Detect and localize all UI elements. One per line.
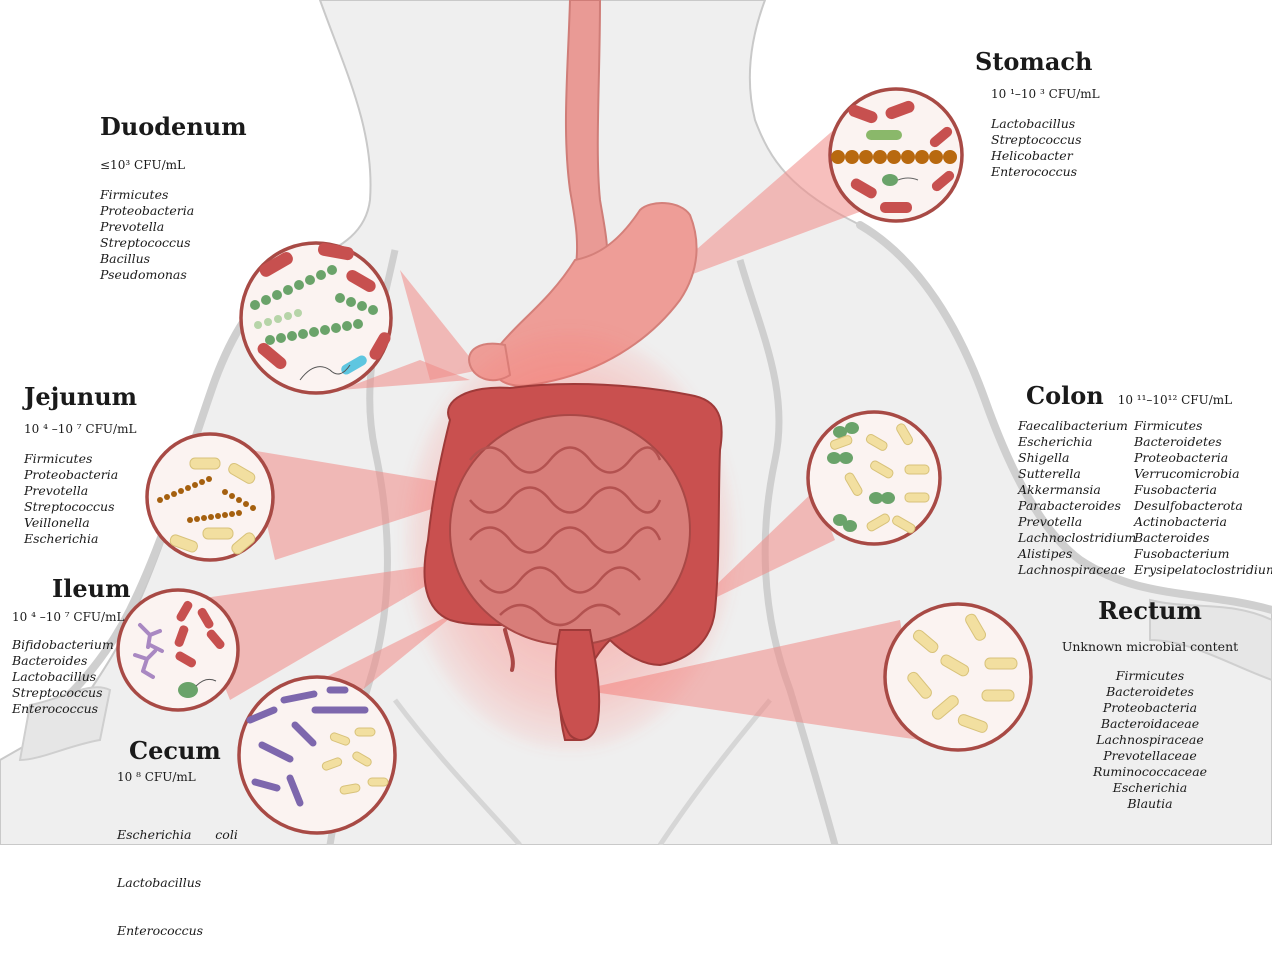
taxon: Lactobacillus bbox=[117, 875, 238, 891]
magnifier-cecum bbox=[239, 677, 395, 833]
region-title: Duodenum bbox=[100, 113, 247, 141]
taxa-list-left: Faecalibacterium Escherichia Shigella Su… bbox=[1018, 418, 1130, 578]
taxa-list: Escherichia coli Lactobacillus Enterococ… bbox=[117, 795, 238, 971]
taxon: Firmicutes bbox=[100, 187, 247, 203]
taxon: Streptococcus bbox=[100, 235, 247, 251]
region-title: Rectum bbox=[1050, 597, 1250, 625]
taxon: Fusobacteria bbox=[1134, 482, 1272, 498]
taxon: Lachnospiraceae bbox=[1050, 732, 1250, 748]
cfu-range: 10 ⁸ CFU/mL bbox=[117, 769, 238, 785]
taxon: Akkermansia bbox=[1018, 482, 1130, 498]
magnifier-stomach bbox=[830, 89, 962, 221]
taxa-list: Firmicutes Proteobacteria Prevotella Str… bbox=[100, 187, 247, 283]
magnifier-colon bbox=[808, 412, 940, 544]
taxon: Proteobacteria bbox=[1050, 700, 1250, 716]
magnifier-rectum bbox=[885, 604, 1031, 750]
taxon: Bacteroidetes bbox=[1050, 684, 1250, 700]
taxa-list-right: Firmicutes Bacteroidetes Proteobacteria … bbox=[1134, 418, 1272, 578]
taxon: Faecalibacterium bbox=[1018, 418, 1130, 434]
taxon: Enterococcus bbox=[12, 701, 130, 717]
cfu-range: 10 ¹¹–10¹² CFU/mL bbox=[1118, 392, 1232, 408]
taxon: Streptococcus bbox=[12, 685, 130, 701]
taxon: Prevotella bbox=[100, 219, 247, 235]
cfu-range: 10 ¹–10 ³ CFU/mL bbox=[991, 86, 1100, 102]
microbial-note: Unknown microbial content bbox=[1050, 639, 1250, 654]
intestines bbox=[405, 330, 735, 750]
taxon: Shigella bbox=[1018, 450, 1130, 466]
taxon: Erysipelatoclostridium bbox=[1134, 562, 1272, 578]
label-jejunum: Jejunum 10 ⁴ –10 ⁷ CFU/mL Firmicutes Pro… bbox=[24, 383, 137, 547]
taxon: Veillonella bbox=[24, 515, 137, 531]
taxon: Pseudomonas bbox=[100, 267, 247, 283]
taxa-list: Lactobacillus Streptococcus Helicobacter… bbox=[991, 116, 1100, 180]
magnifier-jejunum bbox=[147, 434, 273, 560]
taxon: Lactobacillus bbox=[12, 669, 130, 685]
taxon: Parabacteroides bbox=[1018, 498, 1130, 514]
taxon: Lachnoclostridium bbox=[1018, 530, 1130, 546]
taxon: Lachnospiraceae bbox=[1018, 562, 1130, 578]
taxon: Bacillus bbox=[100, 251, 247, 267]
label-cecum: Cecum 10 ⁸ CFU/mL Escherichia coli Lacto… bbox=[117, 737, 238, 971]
region-title: Ileum bbox=[52, 575, 130, 603]
label-colon: Colon 10 ¹¹–10¹² CFU/mL Faecalibacterium… bbox=[1018, 382, 1272, 578]
taxon: Streptococcus bbox=[24, 499, 137, 515]
taxon: Firmicutes bbox=[24, 451, 137, 467]
taxon: Alistipes bbox=[1018, 546, 1130, 562]
taxon: Prevotella bbox=[24, 483, 137, 499]
label-stomach: Stomach 10 ¹–10 ³ CFU/mL Lactobacillus S… bbox=[975, 48, 1100, 180]
taxon: Proteobacteria bbox=[100, 203, 247, 219]
label-rectum: Rectum Unknown microbial content Firmicu… bbox=[1050, 597, 1250, 812]
taxon: Bacteroidaceae bbox=[1050, 716, 1250, 732]
taxon: Escherichia bbox=[24, 531, 137, 547]
taxon: Sutterella bbox=[1018, 466, 1130, 482]
taxon: Enterococcus bbox=[991, 164, 1100, 180]
taxon: Bacteroidetes bbox=[1134, 434, 1272, 450]
magnifier-ileum bbox=[118, 590, 238, 710]
region-title: Cecum bbox=[129, 737, 238, 765]
taxon: Blautia bbox=[1050, 796, 1250, 812]
taxon: Prevotella bbox=[1018, 514, 1130, 530]
taxa-list: Bifidobacterium Bacteroides Lactobacillu… bbox=[12, 637, 130, 717]
taxon: Enterococcus bbox=[117, 923, 238, 939]
cfu-range: ≤10³ CFU/mL bbox=[100, 157, 247, 173]
taxon: Ruminococcaceae bbox=[1050, 764, 1250, 780]
taxon: Desulfobacterota bbox=[1134, 498, 1272, 514]
taxon: Prevotellaceae bbox=[1050, 748, 1250, 764]
taxon: Lactobacillus bbox=[991, 116, 1100, 132]
taxon: Bacteroides bbox=[1134, 530, 1272, 546]
taxon: Proteobacteria bbox=[1134, 450, 1272, 466]
region-title: Jejunum bbox=[24, 383, 137, 411]
taxon: Proteobacteria bbox=[24, 467, 137, 483]
cfu-range: 10 ⁴ –10 ⁷ CFU/mL bbox=[24, 421, 137, 437]
taxa-columns: Faecalibacterium Escherichia Shigella Su… bbox=[1018, 418, 1272, 578]
label-duodenum: Duodenum ≤10³ CFU/mL Firmicutes Proteoba… bbox=[100, 113, 247, 283]
taxon: Actinobacteria bbox=[1134, 514, 1272, 530]
taxon: Escherichia bbox=[1050, 780, 1250, 796]
taxon: Streptococcus bbox=[991, 132, 1100, 148]
taxon: Fusobacterium bbox=[1134, 546, 1272, 562]
taxon: Bacteroides bbox=[12, 653, 130, 669]
region-title: Colon bbox=[1026, 382, 1104, 410]
taxon: Firmicutes bbox=[1134, 418, 1272, 434]
magnifier-duodenum bbox=[241, 242, 393, 393]
taxon: Firmicutes bbox=[1050, 668, 1250, 684]
taxa-list: Firmicutes Proteobacteria Prevotella Str… bbox=[24, 451, 137, 547]
region-title: Stomach bbox=[975, 48, 1100, 76]
label-ileum: Ileum 10 ⁴ –10 ⁷ CFU/mL Bifidobacterium … bbox=[12, 575, 130, 717]
taxon: Escherichia bbox=[1018, 434, 1130, 450]
taxa-list: Firmicutes Bacteroidetes Proteobacteria … bbox=[1050, 668, 1250, 812]
cfu-range: 10 ⁴ –10 ⁷ CFU/mL bbox=[12, 609, 130, 625]
taxon: Bifidobacterium bbox=[12, 637, 130, 653]
taxon: Verrucomicrobia bbox=[1134, 466, 1272, 482]
taxon: Escherichia coli bbox=[117, 827, 238, 843]
taxon: Helicobacter bbox=[991, 148, 1100, 164]
